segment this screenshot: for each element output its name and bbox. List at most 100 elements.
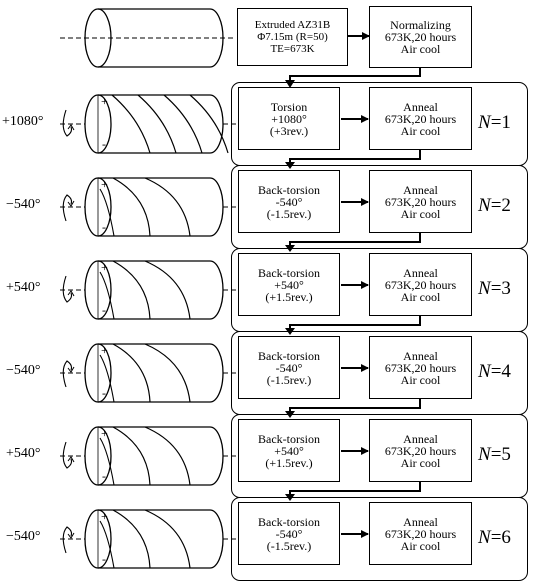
anneal-title: Anneal (403, 431, 438, 446)
torsion-revolutions: (+1.5rev.) (265, 289, 313, 304)
torsion-type: Back-torsion (258, 431, 320, 446)
specimen-cylinder-2 (60, 177, 237, 237)
torsion-angle: +540° (274, 443, 304, 458)
anneal-title: Anneal (403, 514, 438, 529)
pass-number-value: =2 (490, 195, 511, 216)
torsion-angle: +1080° (271, 111, 307, 126)
end-face-minus-sign: - (102, 552, 106, 566)
rotation-direction-icon (62, 109, 75, 137)
anneal-condition: 673K,20 hours (384, 194, 457, 209)
torsion-revolutions: (+3rev.) (269, 123, 309, 138)
anneal-cooling: Air cool (400, 538, 441, 553)
anneal-title: Anneal (403, 265, 438, 280)
end-face-plus-sign: + (101, 177, 108, 191)
anneal-title: Anneal (403, 348, 438, 363)
end-face-minus-sign: - (102, 386, 106, 400)
anneal-cooling: Air cool (400, 289, 441, 304)
rotation-direction-icon (62, 360, 75, 388)
extruded-material-box: Extruded AZ31B Φ7.15m (R=50) TE=673K (237, 8, 348, 66)
normalizing-cooling: Air cool (400, 42, 441, 56)
torsion-revolutions: (-1.5rev.) (266, 538, 312, 553)
extruded-material-line3: TE=673K (270, 43, 315, 55)
step-group-6 (231, 497, 528, 581)
twist-angle-label-4: −540° (6, 363, 41, 378)
pass-number-label-2: N=2 (478, 195, 511, 217)
end-face-plus-sign: + (101, 509, 108, 523)
pass-number-symbol: N (478, 527, 491, 548)
torsion-angle: -540° (275, 526, 303, 541)
rotation-direction-icon (62, 275, 75, 303)
specimen-cylinder-4 (60, 343, 237, 403)
end-face-minus-sign: - (102, 137, 106, 151)
torsion-angle: -540° (275, 360, 303, 375)
pass-number-symbol: N (478, 278, 491, 299)
pass-number-value: =4 (490, 361, 511, 382)
specimen-cylinder-5 (60, 426, 237, 486)
torsion-box-5: Back-torsion+540°(+1.5rev.) (238, 419, 340, 482)
torsion-angle: -540° (275, 194, 303, 209)
end-face-plus-sign: + (101, 343, 108, 357)
anneal-title: Anneal (403, 99, 438, 114)
torsion-box-6: Back-torsion-540°(-1.5rev.) (238, 502, 340, 565)
anneal-cooling: Air cool (400, 206, 441, 221)
pass-number-value: =5 (490, 444, 511, 465)
torsion-type: Back-torsion (258, 348, 320, 363)
end-face-minus-sign: - (102, 469, 106, 483)
normalizing-title: Normalizing (390, 18, 451, 32)
twist-angle-label-1: +1080° (2, 114, 44, 129)
twist-angle-label-6: −540° (6, 529, 41, 544)
torsion-box-1: Torsion+1080°(+3rev.) (238, 87, 340, 150)
normalizing-box: Normalizing 673K,20 hours Air cool (369, 6, 472, 68)
anneal-condition: 673K,20 hours (384, 443, 457, 458)
end-face-plus-sign: + (101, 94, 108, 108)
pass-number-symbol: N (478, 195, 491, 216)
anneal-cooling: Air cool (400, 372, 441, 387)
anneal-condition: 673K,20 hours (384, 277, 457, 292)
normalizing-condition: 673K,20 hours (384, 30, 457, 44)
pass-number-value: =6 (490, 527, 511, 548)
specimen-cylinder-initial (60, 8, 236, 68)
pass-number-symbol: N (478, 444, 491, 465)
pass-number-label-1: N=1 (478, 112, 511, 134)
torsion-angle: +540° (274, 277, 304, 292)
torsion-box-4: Back-torsion-540°(-1.5rev.) (238, 336, 340, 399)
pass-number-label-4: N=4 (478, 361, 511, 383)
torsion-revolutions: (+1.5rev.) (265, 455, 313, 470)
torsion-type: Back-torsion (258, 182, 320, 197)
end-face-minus-sign: - (102, 220, 106, 234)
rotation-direction-icon (62, 194, 75, 222)
pass-number-label-3: N=3 (478, 278, 511, 300)
end-face-plus-sign: + (101, 426, 108, 440)
torsion-type: Back-torsion (258, 514, 320, 529)
torsion-revolutions: (-1.5rev.) (266, 206, 312, 221)
extruded-material-line2: Φ7.15m (R=50) (257, 31, 328, 43)
anneal-cooling: Air cool (400, 455, 441, 470)
pass-number-value: =3 (490, 278, 511, 299)
twist-angle-label-2: −540° (6, 197, 41, 212)
end-face-plus-sign: + (101, 260, 108, 274)
specimen-cylinder-3 (60, 260, 237, 320)
anneal-condition: 673K,20 hours (384, 111, 457, 126)
pass-number-label-5: N=5 (478, 444, 511, 466)
torsion-type: Back-torsion (258, 265, 320, 280)
torsion-box-2: Back-torsion-540°(-1.5rev.) (238, 170, 340, 233)
extruded-material-line1: Extruded AZ31B (254, 19, 331, 31)
anneal-condition: 673K,20 hours (384, 360, 457, 375)
anneal-title: Anneal (403, 182, 438, 197)
rotation-direction-icon (62, 441, 75, 469)
pass-number-value: =1 (490, 112, 511, 133)
torsion-box-3: Back-torsion+540°(+1.5rev.) (238, 253, 340, 316)
rotation-direction-icon (62, 526, 75, 554)
specimen-cylinder-6 (60, 509, 237, 569)
torsion-type: Torsion (270, 99, 308, 114)
pass-number-symbol: N (478, 112, 491, 133)
end-face-minus-sign: - (102, 303, 106, 317)
pass-number-symbol: N (478, 361, 491, 382)
